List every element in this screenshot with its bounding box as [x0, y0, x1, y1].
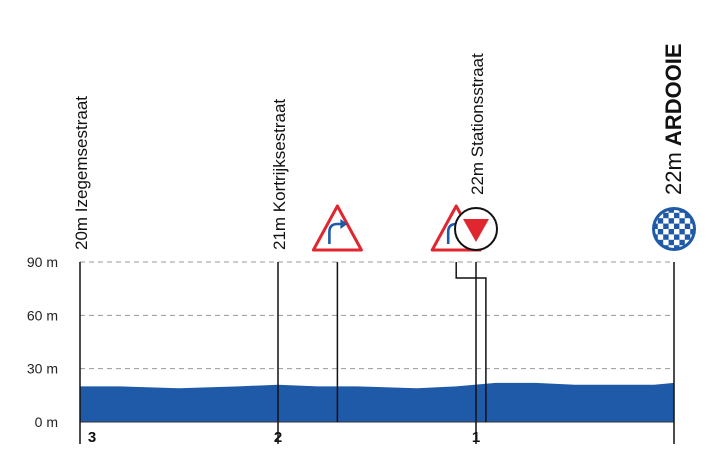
- point-label: 21m Kortrijksestraat: [270, 99, 289, 250]
- lines-layer: [79, 262, 675, 422]
- point-label-value: 20m: [72, 212, 91, 250]
- finish-checker-square: [690, 223, 693, 229]
- finish-checker-square: [655, 210, 658, 213]
- x-tick-label: 1: [472, 429, 480, 446]
- finish-checker-square: [663, 229, 669, 235]
- turn-arrow-head: [340, 219, 348, 229]
- finish-checker-square: [684, 229, 691, 235]
- label-layer: 20m Izegemsestraat 21m Kortrijksestraat 22…: [72, 43, 686, 250]
- finish-checker-square: [690, 245, 693, 248]
- point-label-name: Izegemsestraat: [72, 96, 91, 212]
- point-label-value: 22m: [468, 157, 487, 195]
- y-tick-label: 90 m: [27, 254, 58, 270]
- y-tick-label: 30 m: [27, 361, 58, 377]
- finish-checker-square: [668, 223, 674, 229]
- axis-layer: 0 m 30 m 60 m 90 m 3 2 1: [27, 254, 675, 446]
- point-label: 22m ARDOOIE: [661, 43, 686, 195]
- finish-checker-square: [679, 212, 685, 219]
- finish-checker-square: [657, 223, 664, 229]
- turn-arrow-shaft: [328, 222, 342, 244]
- point-label-value: 21m: [270, 212, 289, 250]
- finish-checker-square: [674, 218, 680, 224]
- finish-checker-square: [668, 212, 674, 219]
- y-tick-label: 0 m: [35, 414, 58, 430]
- finish-checker-square: [674, 229, 680, 235]
- finish-checker-square: [655, 229, 658, 235]
- point-label-group: 21m Kortrijksestraat: [270, 99, 289, 250]
- x-tick-label: 2: [274, 429, 282, 446]
- point-label-name: Kortrijksestraat: [270, 99, 289, 213]
- finish-checker-square: [684, 218, 691, 224]
- finish-checker-square: [668, 234, 674, 240]
- finish-checker-square: [668, 245, 674, 248]
- x-tick-label: 3: [88, 429, 96, 446]
- flamme-rouge-icon: [454, 207, 498, 251]
- turn-connector-line: [455, 262, 487, 422]
- point-label-group: 22m ARDOOIE: [661, 43, 686, 195]
- finish-checker-square: [679, 223, 685, 229]
- flamme-rouge-triangle: [463, 219, 489, 242]
- area-layer: [80, 382, 674, 422]
- point-label-name: ARDOOIE: [661, 43, 686, 146]
- finish-checker-square: [657, 234, 664, 240]
- marker-layer: [311, 204, 696, 422]
- elevation-area: [80, 382, 674, 422]
- finish-checker-square: [679, 234, 685, 240]
- turn-right-icon: [311, 204, 363, 252]
- point-label: 20m Izegemsestraat: [72, 96, 91, 250]
- point-label: 22m Stationsstraat: [468, 53, 487, 195]
- point-label-group: 20m Izegemsestraat: [72, 96, 91, 250]
- finish-flag-icon: [652, 207, 696, 251]
- point-label-value: 22m: [661, 146, 686, 195]
- point-label-group: 22m Stationsstraat: [468, 53, 487, 195]
- finish-checker-square: [674, 239, 680, 246]
- point-label-name: Stationsstraat: [468, 53, 487, 157]
- finish-checker-square: [674, 210, 680, 213]
- grid-layer: [80, 261, 674, 370]
- finish-checker-square: [663, 218, 669, 224]
- turn-sign-triangle: [311, 204, 363, 252]
- finish-checker-square: [663, 239, 669, 246]
- y-tick-label: 60 m: [27, 307, 58, 323]
